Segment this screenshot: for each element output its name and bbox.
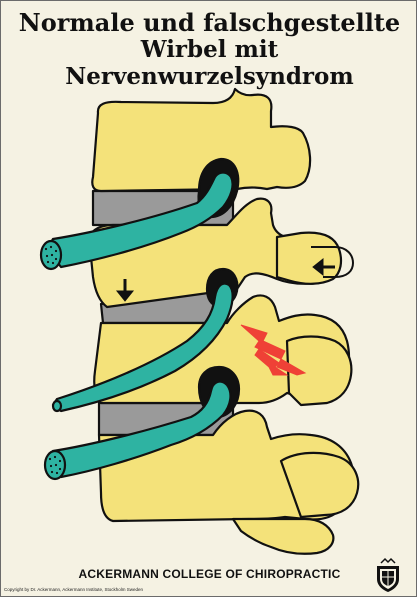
nerve-end-dots [45,246,61,474]
nerve-end-middle [53,401,61,411]
college-crest-icon [371,557,405,593]
copyright-notice: Copyright by Dr. Ackermann, Ackermann In… [4,587,143,592]
vertebra-lowest [233,519,333,554]
college-name: ACKERMANN COLLEGE OF CHIROPRACTIC [1,567,417,581]
